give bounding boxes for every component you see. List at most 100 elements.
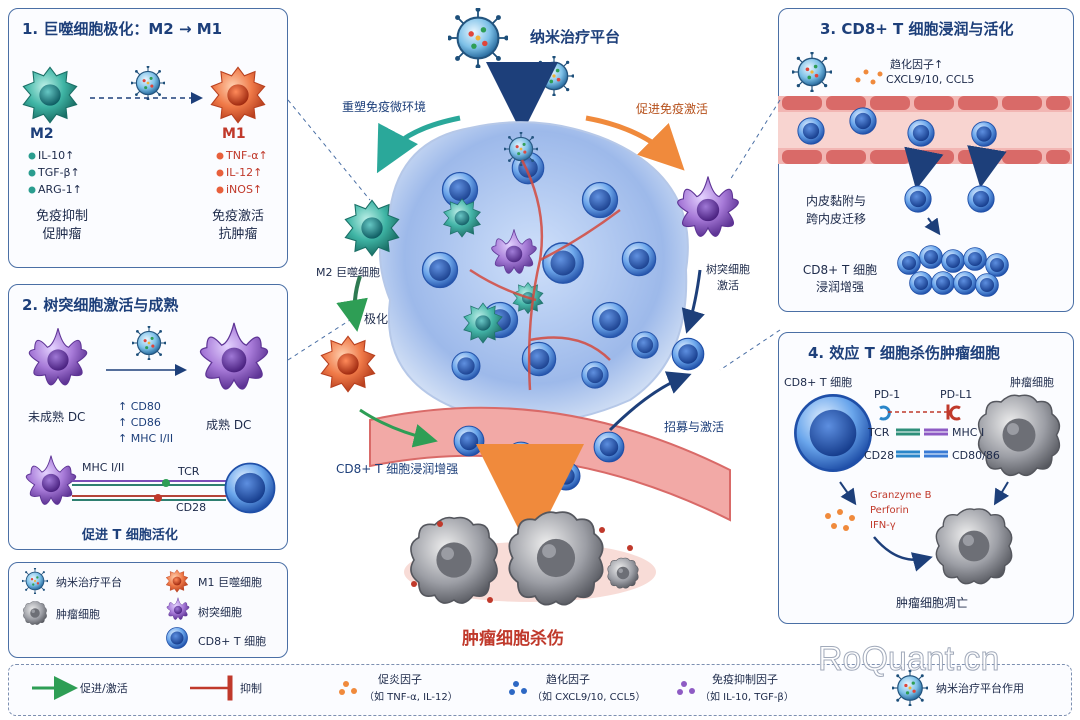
m1-macrophage-icon (210, 66, 266, 124)
kill-label: 肿瘤细胞杀伤 (462, 629, 564, 649)
nano-platform-icon (792, 52, 832, 92)
pd1-label: PD-1 (874, 388, 901, 401)
recruit-label: 招募与激活 (664, 420, 725, 434)
panel4-title: 4. 效应 T 细胞杀伤肿瘤细胞 (808, 344, 1001, 362)
m1-macrophage-icon (320, 335, 376, 393)
p4-tcr-label: TCR (868, 426, 890, 439)
m2-effect: 免疫抑制 促肿瘤 (35, 209, 88, 242)
panel2-footer: 促进 T 细胞活化 (82, 528, 178, 543)
m2-macrophage-icon (22, 66, 78, 124)
m2-marker-2: TGF-β↑ (38, 166, 80, 179)
synapse-mhc-label: MHC I/II (82, 461, 125, 474)
tcell-icon (797, 117, 825, 145)
nano-platform-icon (132, 326, 166, 360)
center-art (287, 8, 781, 606)
dc-marker-2: ↑ CD86 (118, 416, 161, 429)
m1-effect: 免疫激活 抗肿瘤 (211, 209, 264, 242)
synapse-tcr-label: TCR (178, 465, 200, 478)
nano-platform-icon (131, 66, 165, 100)
dc-center-label: 树突细胞 激活 (706, 263, 750, 292)
dc-marker-1: ↑ CD80 (118, 400, 161, 413)
platform-title: 纳米治疗平台 (530, 28, 621, 46)
effector-3: IFN-γ (870, 520, 896, 531)
suppress-dots-icon (677, 681, 695, 695)
tcell-icon (505, 441, 537, 473)
legend-tcell-label: CD8+ T 细胞 (198, 635, 267, 648)
m2-marker-1: IL-10↑ (38, 149, 75, 162)
arrow-right-label: 促进免疫激活 (636, 102, 709, 116)
m1-label: M1 (222, 126, 246, 142)
proinflam-dots-icon (339, 681, 357, 695)
dying-tumor-icon (410, 516, 498, 604)
legend-dc-icon (166, 597, 190, 620)
mature-dc-icon (199, 322, 269, 390)
main-nano-icon (448, 8, 508, 68)
chemokine-label: 趋化因子 (546, 673, 590, 686)
m1-marker-1: TNF-α↑ (226, 149, 268, 162)
m2-center-label: M2 巨噬细胞 (316, 266, 380, 279)
cd8-infiltrate-label: CD8+ T 细胞浸润增强 (336, 462, 459, 476)
tcell-icon (551, 461, 581, 491)
legend-m1-label: M1 巨噬细胞 (198, 576, 262, 589)
tcell-icon (907, 119, 935, 147)
m2-marker-3: ARG-1↑ (38, 183, 82, 196)
apoptosis-label: 肿瘤细胞凋亡 (896, 596, 969, 610)
m1-marker-2: IL-12↑ (226, 166, 263, 179)
tcell-icon (453, 425, 485, 457)
tcell-icon (904, 185, 932, 213)
legend-dc-label: 树突细胞 (198, 606, 242, 619)
dc-synapse-icon (25, 455, 77, 505)
cd8-tcell-icon (794, 394, 872, 472)
p4-tcell-label: CD8+ T 细胞 (784, 376, 853, 389)
chemokine-title: 趋化因子↑ (890, 58, 944, 71)
p4-cd28-label: CD28 (864, 449, 895, 462)
effector-1: Granzyme B (870, 490, 932, 501)
legend-tcell-icon (166, 627, 188, 649)
m2-label: M2 (30, 126, 54, 142)
promote-label: 促进/激活 (80, 682, 128, 695)
chemokine-list: CXCL9/10, CCL5 (886, 73, 975, 86)
chemokine-eg: （如 CXCL9/10, CCL5） (532, 692, 646, 703)
migration-label: 内皮黏附与 跨内皮迁移 (806, 194, 867, 226)
legend-tumor-icon (23, 601, 47, 625)
effector-2: Perforin (870, 505, 909, 516)
chemokine-dots-icon (509, 681, 527, 695)
watermark: RoQuant.cn (817, 640, 1000, 679)
immature-dc-label: 未成熟 DC (28, 410, 86, 424)
tcell-icon (849, 107, 877, 135)
p4-mhc-label: MHC I (952, 426, 985, 439)
tcell-icon (971, 121, 997, 147)
infiltration-label: CD8+ T 细胞 浸润增强 (802, 263, 878, 294)
legend-nano-icon (22, 568, 48, 594)
polarize-label: 极化 (364, 312, 389, 326)
dying-tumor-icon (607, 557, 639, 589)
nano-icon-2 (534, 56, 574, 96)
panel1-title: 1. 巨噬细胞极化：M2 → M1 (22, 20, 223, 38)
tcell-icon (967, 185, 995, 213)
p4-tumor-label: 肿瘤细胞 (1010, 376, 1054, 389)
nano-action-label: 纳米治疗平台作用 (936, 682, 1024, 695)
synapse-cd28-label: CD28 (176, 501, 207, 514)
legend-box (8, 562, 288, 658)
panel-tumor-killing (778, 332, 1074, 624)
panel1-art (22, 66, 266, 194)
panel2-title: 2. 树突细胞激活与成熟 (22, 296, 179, 314)
panel3-art (778, 52, 1072, 297)
m1-marker-3: iNOS↑ (226, 183, 263, 196)
inhibit-label: 抑制 (240, 682, 262, 695)
dc-marker-3: ↑ MHC I/II (118, 432, 174, 445)
legend-nano-label: 纳米治疗平台 (56, 576, 122, 589)
suppress-eg: （如 IL-10, TGF-β） (700, 692, 794, 703)
panel3-title: 3. CD8+ T 细胞浸润与活化 (820, 20, 1014, 38)
proinflam-label: 促炎因子 (378, 673, 422, 686)
legend-tumor-label: 肿瘤细胞 (56, 608, 100, 621)
proinflam-eg: （如 TNF-α, IL-12） (364, 692, 458, 703)
tcell-icon (224, 462, 276, 514)
dying-tumor-icon (508, 511, 604, 606)
bottom-legend (8, 664, 1072, 716)
suppress-label: 免疫抑制因子 (712, 673, 778, 686)
panel4-art (794, 394, 1061, 585)
panel2-art (25, 322, 276, 514)
immature-dc-icon (28, 327, 88, 386)
panel-macrophage-polarization (8, 8, 288, 268)
